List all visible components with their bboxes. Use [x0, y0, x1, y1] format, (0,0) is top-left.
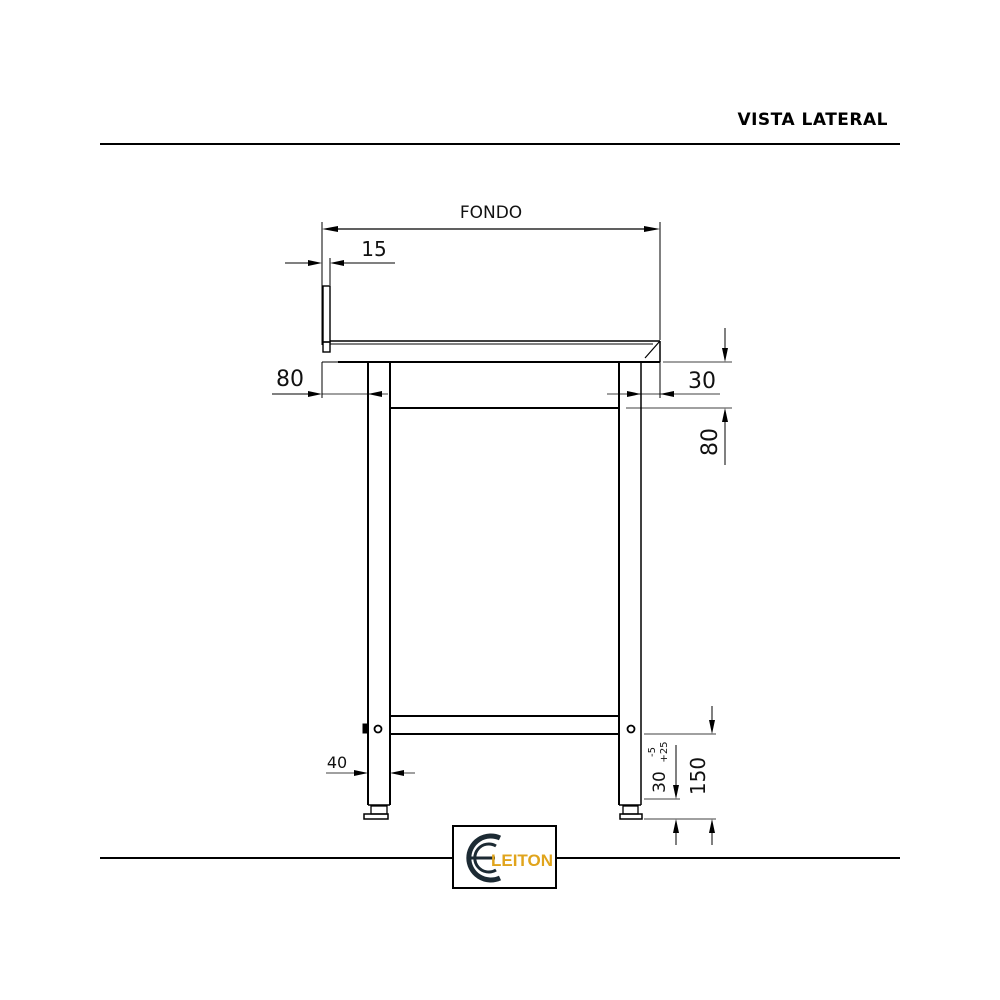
depth-dimension: FONDO: [321, 203, 661, 345]
frame-height-value: 80: [698, 428, 723, 456]
left-overhang-value: 80: [276, 367, 304, 392]
bottom-divider-right: [556, 857, 900, 859]
foot-adjust-base-value: 30: [650, 771, 670, 793]
backsplash: [322, 285, 331, 353]
leiton-logo: LEITON: [452, 825, 557, 889]
lower-crossbar: [390, 715, 619, 735]
view-title: VISTA LATERAL: [737, 110, 888, 130]
foot-adjust-dimension: 30 -5 +25: [644, 741, 716, 845]
right-overhang-dimension: 30: [607, 362, 720, 398]
shelf-height-value: 150: [686, 757, 710, 795]
frame-height-dimension: 80: [626, 328, 732, 465]
foot-adjust-tolerance-lower: +25: [659, 741, 670, 762]
top-divider: [100, 143, 900, 145]
logo-text: LEITON: [491, 851, 553, 870]
right-leg: [618, 362, 643, 820]
shelf-height-dimension: 150: [644, 706, 716, 845]
leg-width-dimension: 40: [326, 753, 415, 776]
foot-adjust-tolerance-upper: -5: [647, 747, 658, 757]
depth-label: FONDO: [460, 203, 522, 223]
backsplash-thickness-value: 15: [361, 237, 386, 261]
logo-c-mark-icon: [466, 833, 502, 883]
backsplash-dimension: 15: [285, 237, 395, 285]
right-overhang-value: 30: [688, 369, 716, 394]
bottom-divider-left: [100, 857, 453, 859]
left-leg: [362, 362, 391, 820]
tabletop: [322, 340, 661, 363]
left-overhang-dimension: 80: [272, 362, 388, 398]
leg-width-value: 40: [327, 753, 347, 772]
